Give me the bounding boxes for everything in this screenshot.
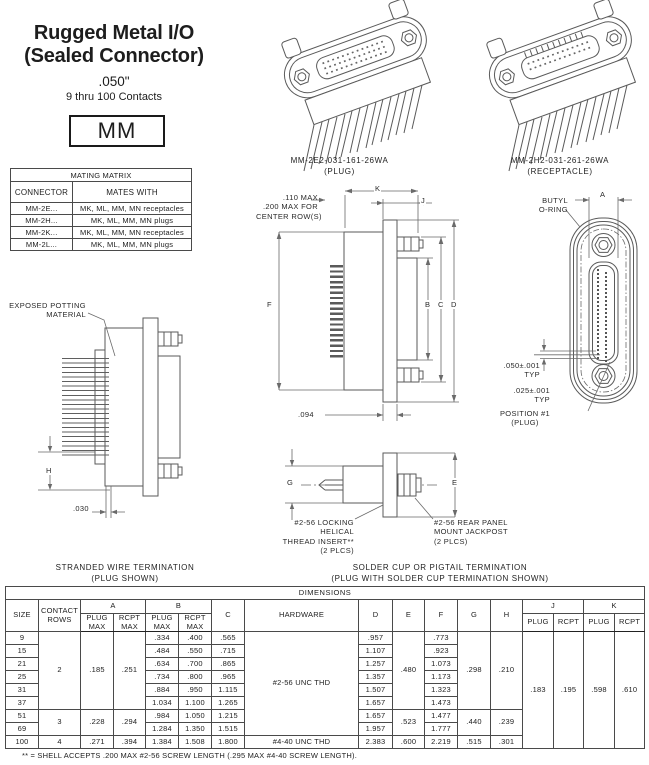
receptacle-isometric-figure [458,0,648,156]
jackscrew-head [593,0,614,20]
jackpost-label: #2-56 REAR PANEL MOUNT JACKPOST (2 PLCS) [434,518,508,546]
mating-matrix-table: MATING MATRIX CONNECTOR MATES WITH MM-2E… [9,168,193,251]
contact-column [597,269,599,359]
butyl-oring-label: BUTYL O-RING [538,196,568,215]
col-header-e: E [392,599,425,632]
col-group-b: B [145,599,212,614]
table-row: MM-2K...MK, ML, MM, MN receptacles [10,226,193,239]
table-row: 31 .884 .950 1.115 1.507 1.323 [5,683,645,697]
dim-f-label: F [266,300,273,309]
table-footnote: ** = SHELL ACCEPTS .200 MAX #2-56 SCREW … [22,751,358,760]
locking-insert-label: #2-56 LOCKING HELICAL THREAD INSERT** (2… [282,518,354,556]
connector-face-view-figure [470,183,649,430]
jackscrew-head [388,0,409,20]
table-row: 69 1.284 1.350 1.515 1.957 1.777 [5,722,645,736]
col-group-a: A [80,599,146,614]
typ-050-label: .050±.001 TYP [503,361,540,380]
jackscrew-head [486,37,507,58]
dim-094-label: .094 [297,410,315,419]
contact-column [605,272,607,362]
position1-label: POSITION #1 (PLUG) [499,409,551,428]
col-header-h: H [490,599,523,632]
wire-leads [304,85,422,171]
stranded-wire-caption: STRANDED WIRE TERMINATION (PLUG SHOWN) [55,563,195,584]
dim-h-label: H [45,466,53,475]
contact-comb [330,265,343,358]
dim-j-label: J [420,196,427,205]
dim-030-label: .030 [72,504,90,513]
dim-d-label: D [450,300,458,309]
dim-b-label: B [424,300,432,309]
title-block: Rugged Metal I/O (Sealed Connector) .050… [0,22,228,103]
center-row-max-note: .110 MAX .200 MAX FOR CENTER ROW(S) [256,193,322,221]
subheader-rcpt-max: RCPT MAX [178,613,212,632]
subheader-rcpt: RCPT [613,613,646,632]
dim-c-label: C [437,300,445,309]
dims-title: DIMENSIONS [4,586,646,600]
wire-bundle [62,358,109,458]
series-code: MM [97,118,137,143]
col-header-d: D [358,599,393,632]
subheader-plug-max: PLUG MAX [80,613,114,632]
mm-header-connector: CONNECTOR [10,181,73,203]
table-row: MM-2E...MK, ML, MM, MN receptacles [10,202,193,215]
table-row: 25 .734 .800 .965 1.357 1.173 [5,670,645,684]
col-header-hardware: HARDWARE [244,599,359,632]
jackscrew-head [281,37,302,58]
leader-line [88,313,115,356]
dim-a-label: A [599,190,607,199]
table-row: MM-2H...MK, ML, MM, MN plugs [10,214,193,227]
wire-leads [509,85,627,171]
col-group-j: J [522,599,584,614]
contacts-range-label: 9 thru 100 Contacts [65,91,162,103]
leader-line [588,362,610,411]
page-title-line2: (Sealed Connector) [24,45,204,67]
typ-025-label: .025±.001 TYP [513,386,550,405]
col-header-contact-rows: CONTACT ROWS [38,599,81,632]
subheader-plug-max: PLUG MAX [145,613,179,632]
subheader-plug: PLUG [583,613,615,632]
col-header-size: SIZE [5,599,39,632]
leader-line [415,498,433,519]
dim-g-label: G [286,478,295,487]
col-header-c: C [211,599,245,632]
pitch-label: .050" [98,74,130,89]
solder-cup-caption: SOLDER CUP OR PIGTAIL TERMINATION (PLUG … [331,563,549,584]
table-row: 15 .484 .550 .715 1.107 .923 [5,644,645,658]
dim-e-label: E [451,478,459,487]
exposed-potting-label: EXPOSED POTTING MATERIAL [9,301,86,320]
mm-header-mates: MATES WITH [71,181,193,203]
table-row: 9 2 .185 .251 .334 .400 .565 #2-56 UNC T… [5,631,646,749]
connector-side-view-figure [276,188,470,433]
dim-k-label: K [374,184,382,193]
potting-side-view-figure [0,290,255,535]
dimensions-table: DIMENSIONS SIZE CONTACT ROWS A B C HARDW… [4,586,646,749]
subheader-rcpt: RCPT [553,613,584,632]
plug-isometric-figure [253,0,443,156]
plug-caption: MM-2E2-031-161-26WA (PLUG) [290,156,389,177]
leader-line [566,210,580,227]
series-code-box: MM [69,115,165,147]
col-header-g: G [457,599,491,632]
table-row: 100 4 .271 .394 1.384 1.508 1.800 #4-40 … [5,735,645,749]
col-header-f: F [424,599,458,632]
subheader-rcpt-max: RCPT MAX [113,613,146,632]
col-group-k: K [582,599,646,614]
leader-line [355,505,383,519]
table-row: MM-2L...MK, ML, MM, MN plugs [10,238,193,251]
mating-matrix-title: MATING MATRIX [9,168,193,182]
receptacle-caption: MM-2H2-031-261-26WA (RECEPTACLE) [510,156,610,177]
subheader-plug: PLUG [522,613,554,632]
page-title-line1: Rugged Metal I/O [33,22,195,44]
